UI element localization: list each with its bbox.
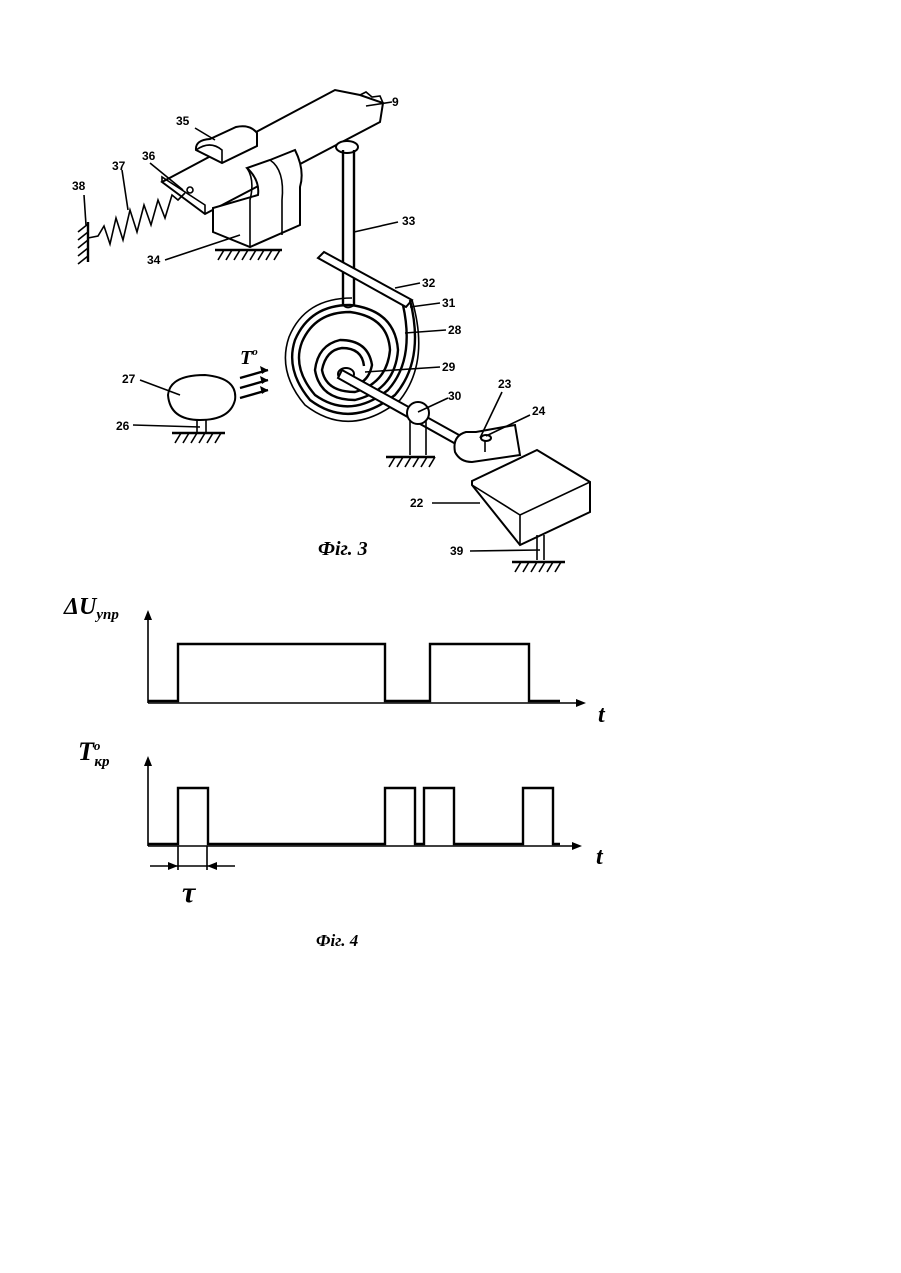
label-38: 38 [72,179,86,193]
rod-33 [336,141,358,308]
label-32: 32 [422,276,436,290]
label-27: 27 [122,372,136,386]
label-31: 31 [442,296,456,310]
box-22 [472,450,590,572]
heat-arrows [240,366,268,398]
top-axes [144,610,586,707]
label-33: 33 [402,214,416,228]
tau-label: τ [182,876,197,909]
adjust-cylinder-23 [454,425,520,462]
label-37: 37 [112,159,126,173]
label-35: 35 [176,114,190,128]
rod-32 [318,252,412,307]
top-time-label: t [598,702,606,728]
fig4-timing: ΔUупр t Tокр t τ Фіг. 4 [63,594,606,950]
fig4-caption: Фіг. 4 [316,931,358,950]
label-39: 39 [450,544,464,558]
shaft-29 [338,368,468,448]
label-28: 28 [448,323,462,337]
top-axis-label: ΔUупр [63,594,119,623]
label-24: 24 [532,404,546,418]
spring-37 [88,187,193,244]
bottom-time-label: t [596,844,604,870]
label-26: 26 [116,419,130,433]
bearing-30 [386,402,435,467]
label-29: 29 [442,360,456,374]
label-9: 9 [392,95,399,109]
heat-label: To [240,346,258,369]
bottom-axes [144,756,582,850]
label-22: 22 [410,496,424,510]
label-30: 30 [448,389,462,403]
fig3-mechanism: 9 35 36 37 38 34 33 32 31 28 29 30 23 24… [72,90,590,572]
bottom-axis-label: Tокр [78,737,110,770]
label-36: 36 [142,149,156,163]
heater-27 [168,375,235,443]
fig3-caption: Фіг. 3 [318,538,368,560]
label-23: 23 [498,377,512,391]
tau-marker [150,846,235,870]
label-34: 34 [147,253,161,267]
wall-38 [78,222,88,264]
